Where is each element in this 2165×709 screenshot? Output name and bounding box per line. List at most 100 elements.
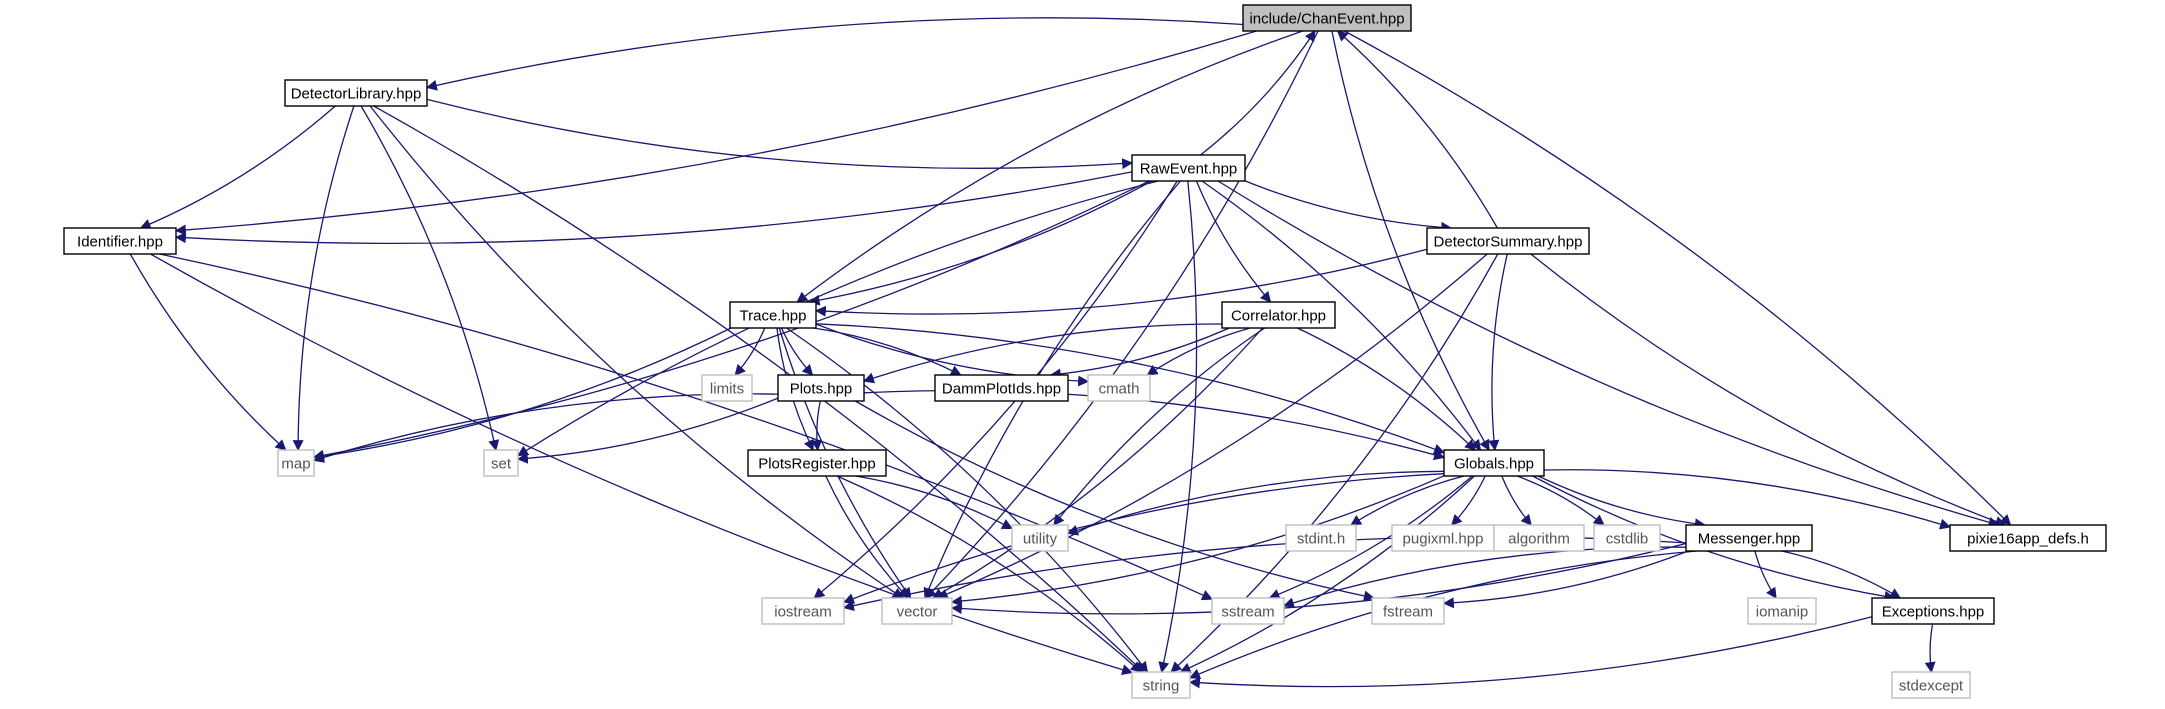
node-rawevent[interactable]: RawEvent.hpp <box>1131 154 1246 182</box>
node-box-vector <box>881 597 953 625</box>
edge-detectorlibrary-to-rawevent <box>426 98 1134 170</box>
node-box-correlator <box>1221 301 1336 329</box>
edge-chanevent-to-identifier <box>174 30 1257 236</box>
edge-globals-to-utility <box>1066 470 1445 536</box>
node-label-globals: Globals.hpp <box>1454 456 1534 473</box>
edge-correlator-to-globals <box>1297 327 1476 451</box>
edge-globals-to-string <box>1179 475 1475 673</box>
node-trace[interactable]: Trace.hpp <box>729 301 817 329</box>
edge-plots-to-plotsregister <box>811 400 823 452</box>
node-label-vector: vector <box>897 604 938 621</box>
node-detectorlibrary[interactable]: DetectorLibrary.hpp <box>284 79 428 107</box>
node-label-stdint: stdint.h <box>1297 531 1345 548</box>
node-label-cmath: cmath <box>1099 381 1140 398</box>
node-identifier[interactable]: Identifier.hpp <box>63 227 177 255</box>
node-box-chanevent <box>1242 4 1412 32</box>
node-messenger[interactable]: Messenger.hpp <box>1685 524 1813 552</box>
edge-trace-to-dammplotids <box>813 327 962 376</box>
edge-rawevent-to-iostream <box>813 180 1178 599</box>
edge-globals-to-stdint <box>1350 475 1465 526</box>
edge-rawevent-to-globals <box>1201 180 1482 451</box>
node-label-map: map <box>281 456 310 473</box>
node-label-string: string <box>1143 678 1180 695</box>
node-string: string <box>1131 671 1191 699</box>
edge-chanevent-to-globals <box>1331 30 1490 451</box>
node-box-set <box>483 449 519 477</box>
node-box-cmath <box>1087 374 1151 402</box>
node-detectorsummary[interactable]: DetectorSummary.hpp <box>1426 227 1590 255</box>
edge-exceptions-to-stdexcept <box>1924 623 1936 674</box>
node-box-plots <box>777 374 865 402</box>
nodes: include/ChanEvent.hppDetectorLibrary.hpp… <box>63 4 2107 699</box>
edge-globals-to-pugixml <box>1451 475 1486 526</box>
node-label-exceptions: Exceptions.hpp <box>1882 604 1985 621</box>
node-box-trace <box>729 301 817 329</box>
node-label-detectorlibrary: DetectorLibrary.hpp <box>291 86 422 103</box>
node-plots[interactable]: Plots.hpp <box>777 374 865 402</box>
edge-trace-to-limits <box>734 327 766 376</box>
node-box-stdexcept <box>1891 671 1971 699</box>
edge-rawevent-to-map <box>312 180 1150 461</box>
edge-globals-to-cstdlib <box>1516 475 1605 526</box>
node-iostream: iostream <box>761 597 845 625</box>
node-label-algorithm: algorithm <box>1508 531 1570 548</box>
edge-messenger-to-exceptions <box>1781 550 1902 599</box>
node-label-limits: limits <box>710 381 744 398</box>
edge-chanevent-to-detectorlibrary <box>425 17 1244 91</box>
node-box-detectorsummary <box>1426 227 1590 255</box>
node-label-iomanip: iomanip <box>1756 604 1809 621</box>
node-exceptions[interactable]: Exceptions.hpp <box>1871 597 1995 625</box>
edge-chanevent-to-pixie16 <box>1344 30 2012 526</box>
node-iomanip: iomanip <box>1747 597 1817 625</box>
node-label-chanevent: include/ChanEvent.hpp <box>1249 11 1404 28</box>
edges <box>129 17 2012 689</box>
node-chanevent[interactable]: include/ChanEvent.hpp <box>1242 4 1412 32</box>
edge-globals-to-sstream <box>1268 475 1473 600</box>
node-label-messenger: Messenger.hpp <box>1698 531 1801 548</box>
node-set: set <box>483 449 519 477</box>
edge-messenger-to-fstream <box>1442 550 1689 609</box>
node-sstream: sstream <box>1211 597 1285 625</box>
edge-messenger-to-vector <box>950 542 1687 615</box>
edge-rawevent-to-correlator <box>1195 180 1272 303</box>
node-dammplotids[interactable]: DammPlotIds.hpp <box>934 374 1069 402</box>
edge-identifier-to-string <box>150 253 1134 676</box>
node-vector: vector <box>881 597 953 625</box>
edge-trace-to-string <box>786 327 1149 673</box>
node-algorithm: algorithm <box>1493 524 1585 552</box>
node-label-trace: Trace.hpp <box>740 308 807 325</box>
node-box-iomanip <box>1747 597 1817 625</box>
node-correlator[interactable]: Correlator.hpp <box>1221 301 1336 329</box>
node-globals[interactable]: Globals.hpp <box>1443 449 1545 477</box>
node-box-sstream <box>1211 597 1285 625</box>
node-box-plotsregister <box>747 449 887 477</box>
edge-detectorlibrary-to-set <box>360 105 500 452</box>
node-box-fstream <box>1371 597 1445 625</box>
node-label-stdexcept: stdexcept <box>1899 678 1964 695</box>
edge-plots-to-fstream <box>854 400 1375 602</box>
edge-messenger-to-iomanip <box>1754 550 1777 599</box>
node-label-pugixml: pugixml.hpp <box>1403 531 1484 548</box>
edge-rawevent-to-string <box>1158 180 1198 674</box>
node-label-sstream: sstream <box>1221 604 1274 621</box>
node-label-detectorsummary: DetectorSummary.hpp <box>1434 234 1583 251</box>
node-fstream: fstream <box>1371 597 1445 625</box>
edge-rawevent-to-chanevent <box>1200 30 1316 156</box>
edge-messenger-to-string <box>1188 550 1698 679</box>
edge-trace-to-map <box>312 327 732 462</box>
node-box-map <box>277 449 315 477</box>
node-stdint: stdint.h <box>1285 524 1357 552</box>
node-box-dammplotids <box>934 374 1069 402</box>
node-label-plots: Plots.hpp <box>790 381 853 398</box>
node-stdexcept: stdexcept <box>1891 671 1971 699</box>
node-box-pixie16 <box>1949 524 2107 552</box>
edge-correlator-to-vector <box>931 327 1264 599</box>
node-box-globals <box>1443 449 1545 477</box>
node-plotsregister[interactable]: PlotsRegister.hpp <box>747 449 887 477</box>
node-box-cstdlib <box>1593 524 1661 552</box>
edge-messenger-to-sstream <box>1282 546 1687 609</box>
node-pixie16[interactable]: pixie16app_defs.h <box>1949 524 2107 552</box>
edge-globals-to-algorithm <box>1501 475 1532 526</box>
edge-plotsregister-to-string <box>836 475 1142 673</box>
